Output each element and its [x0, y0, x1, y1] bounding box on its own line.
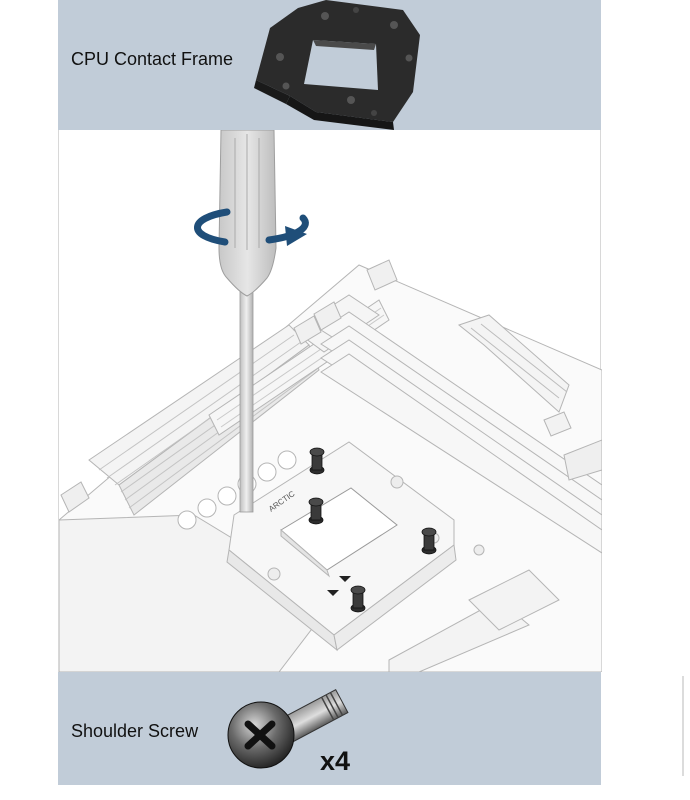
contact-frame-image	[254, 0, 420, 130]
rotation-arrow-icon	[194, 208, 309, 246]
screw-label: Shoulder Screw	[71, 721, 199, 741]
mounted-screws	[308, 447, 437, 613]
installation-diagram: ARCTIC	[58, 130, 602, 672]
pcie-area	[388, 569, 560, 672]
quantity-label: x4	[320, 746, 351, 776]
bottom-band: Shoulder Screw	[58, 672, 601, 785]
cpu-socket	[226, 441, 485, 652]
motherboard-illustration: ARCTIC	[59, 130, 602, 672]
screwdriver	[218, 130, 277, 513]
ram-slots	[320, 311, 602, 554]
top-connectors	[293, 259, 398, 345]
alignment-arrow-icon	[339, 576, 351, 582]
page-edge-line	[682, 676, 684, 776]
frame-label: CPU Contact Frame	[71, 49, 234, 69]
top-band: CPU Contact Frame	[58, 0, 601, 130]
shoulder-screw-image	[227, 688, 349, 769]
atx-power-connector	[457, 314, 570, 413]
